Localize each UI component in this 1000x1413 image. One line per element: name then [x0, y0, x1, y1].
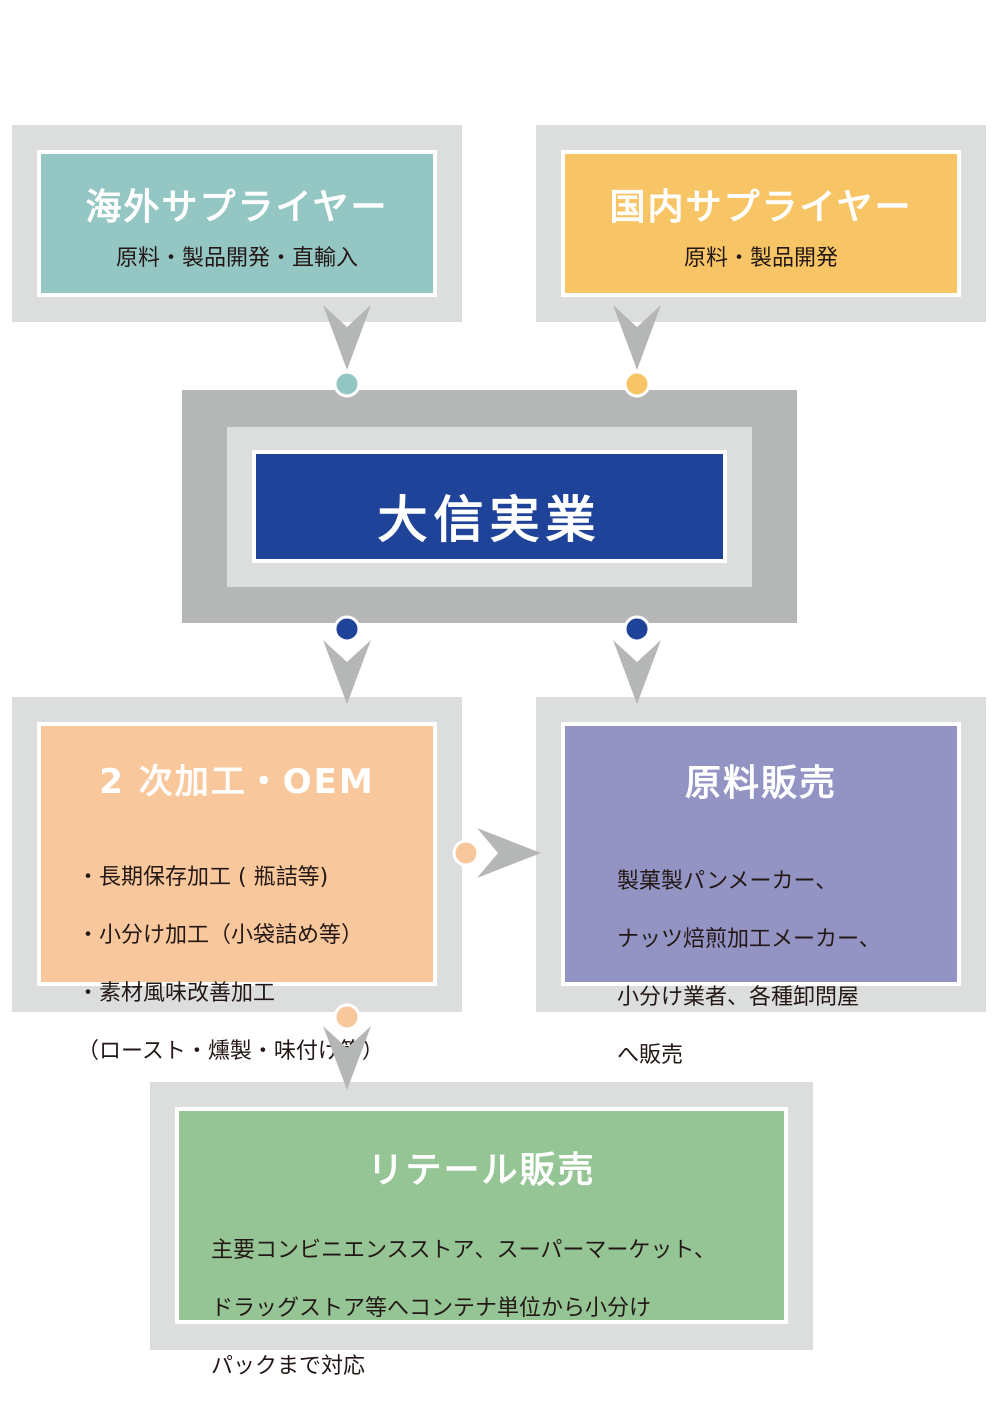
processing-title: 2 次加工・OEM: [99, 762, 375, 802]
dot-processing-bottom: [333, 1003, 361, 1031]
domestic-supplier-box: 国内サプライヤー 原料・製品開発: [561, 150, 961, 297]
dot-center-left: [333, 615, 361, 643]
retail-line: ドラッグストア等へコンテナ単位から小分け: [211, 1296, 652, 1321]
retail-box: リテール販売 主要コンビニエンスストア、スーパーマーケット、 ドラッグストア等へ…: [175, 1107, 788, 1379]
processing-line: ・素材風味改善加工: [77, 981, 276, 1006]
dot-overseas: [333, 370, 361, 398]
raw-sales-line: 製菓製パンメーカー、: [617, 869, 838, 894]
raw-sales-box: 原料販売 製菓製パンメーカー、 ナッツ焙煎加工メーカー、 小分け業者、各種卸問屋…: [561, 722, 961, 1068]
processing-line: ・長期保存加工 ( 瓶詰等): [77, 865, 329, 890]
dot-center-right: [623, 615, 651, 643]
overseas-supplier-title: 海外サプライヤー: [85, 187, 389, 228]
raw-sales-line: へ販売: [617, 1043, 684, 1068]
center-company-box: 大信実業: [252, 450, 727, 563]
overseas-supplier-subtitle: 原料・製品開発・直輸入: [115, 246, 358, 271]
arrow-center-to-processing: [323, 640, 371, 704]
arrow-processing-to-raw-sales: [477, 828, 541, 878]
domestic-supplier-title: 国内サプライヤー: [609, 187, 913, 228]
overseas-supplier-box: 海外サプライヤー 原料・製品開発・直輸入: [37, 150, 437, 297]
raw-sales-list: 製菓製パンメーカー、 ナッツ焙煎加工メーカー、 小分け業者、各種卸問屋 へ販売: [617, 838, 881, 1099]
arrow-domestic-to-center: [613, 305, 661, 370]
retail-title: リテール販売: [367, 1150, 596, 1191]
retail-line: パックまで対応: [211, 1354, 366, 1379]
processing-line: ・小分け加工（小袋詰め等）: [77, 923, 364, 948]
processing-box: 2 次加工・OEM ・長期保存加工 ( 瓶詰等) ・小分け加工（小袋詰め等） ・…: [37, 722, 437, 1064]
retail-line: 主要コンビニエンスストア、スーパーマーケット、: [211, 1238, 716, 1263]
raw-sales-line: 小分け業者、各種卸問屋: [617, 985, 860, 1010]
arrow-overseas-to-center: [323, 305, 371, 370]
arrow-processing-to-retail: [323, 1026, 371, 1090]
dot-processing-right: [452, 839, 480, 867]
raw-sales-title: 原料販売: [684, 763, 837, 804]
retail-list: 主要コンビニエンスストア、スーパーマーケット、 ドラッグストア等へコンテナ単位か…: [211, 1207, 716, 1410]
center-company-title: 大信実業: [377, 491, 602, 549]
dot-domestic: [623, 370, 651, 398]
domestic-supplier-subtitle: 原料・製品開発: [683, 246, 838, 271]
raw-sales-line: ナッツ焙煎加工メーカー、: [617, 927, 881, 952]
arrow-center-to-raw-sales: [613, 640, 661, 704]
